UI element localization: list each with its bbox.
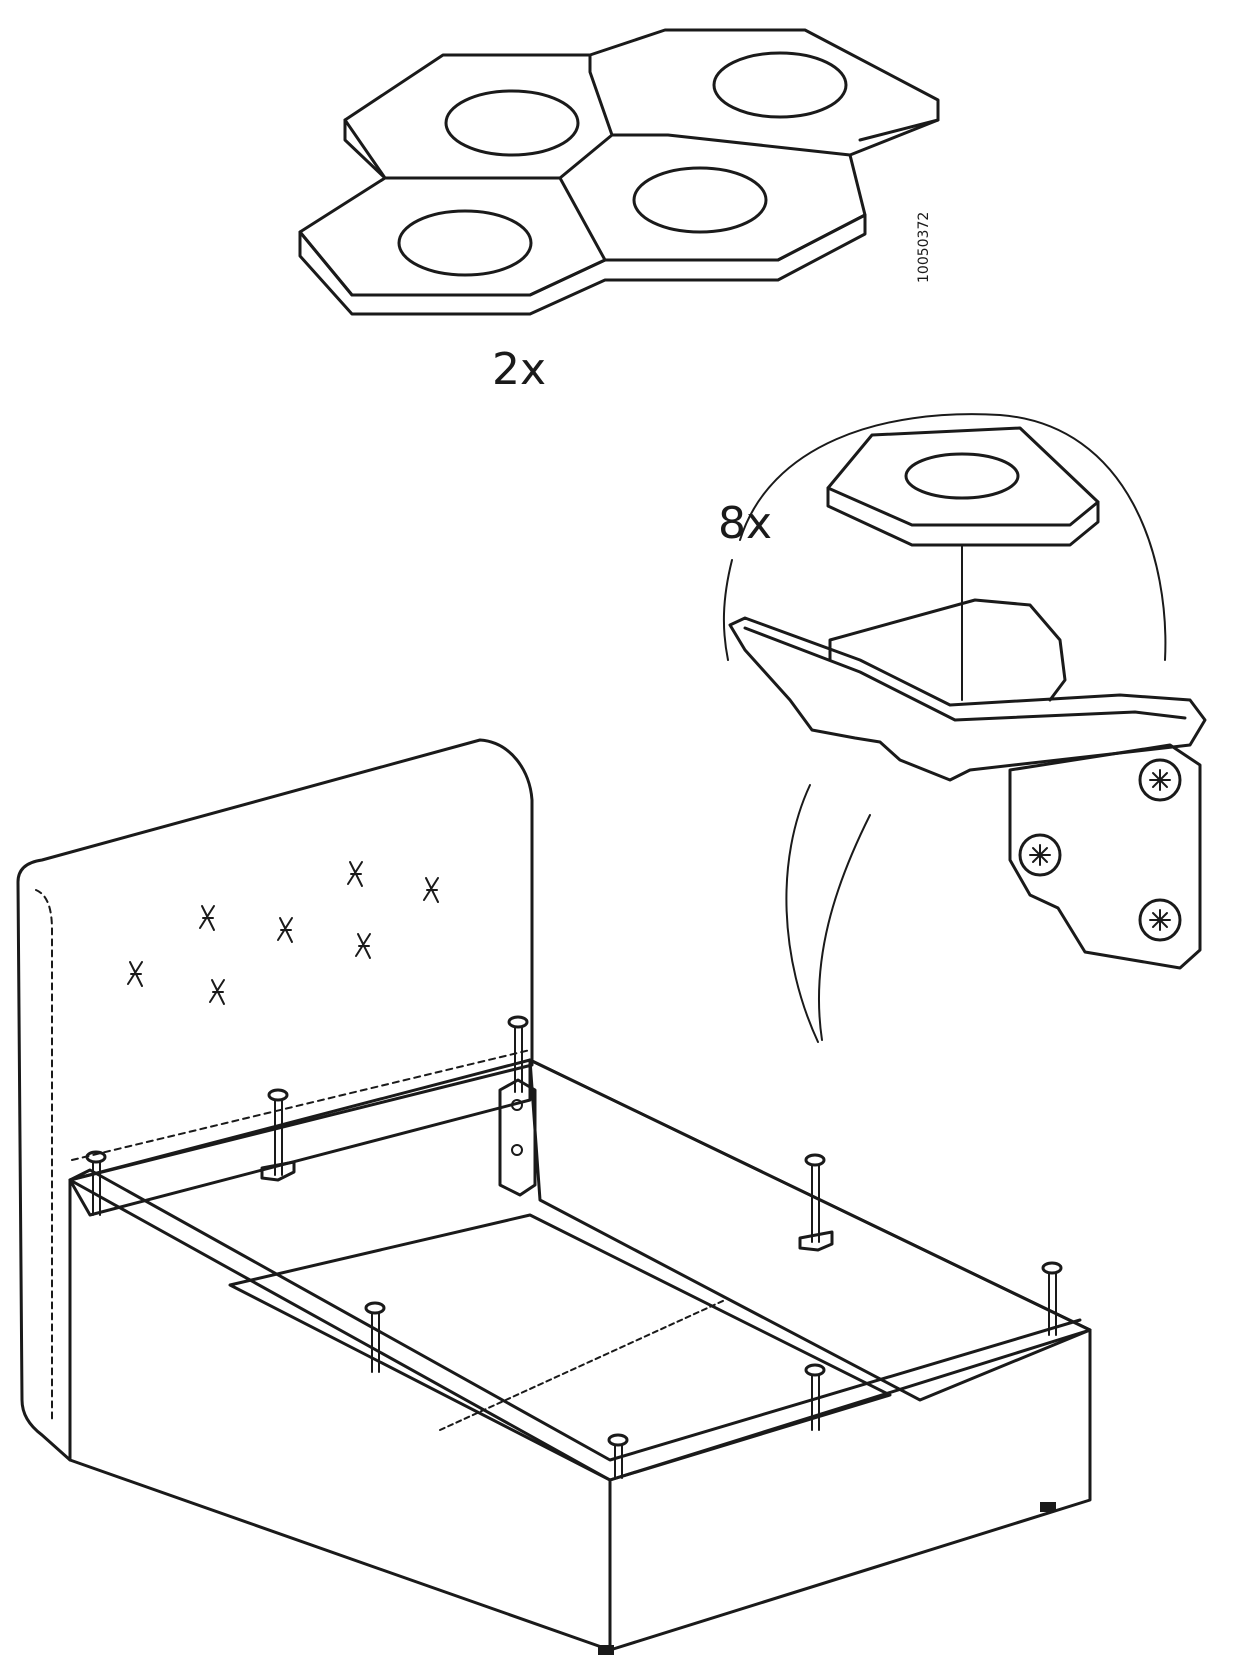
screw-head-icon <box>1149 909 1171 931</box>
placement-pin <box>607 1433 629 1479</box>
pad-cell-divider <box>558 176 607 262</box>
tuft-mark <box>347 861 363 887</box>
bed-foot <box>598 1645 614 1655</box>
callout-pointer <box>817 814 871 1041</box>
placement-pin <box>260 1088 296 1182</box>
pad-sheet-edge <box>298 213 867 316</box>
placement-pin <box>804 1363 826 1431</box>
article-number: 10050372 <box>916 212 932 283</box>
screw-hole <box>1138 758 1182 802</box>
tufting-buttons <box>127 861 439 1005</box>
bracket-saddle <box>828 598 1067 702</box>
rail-top-edge <box>528 1058 1092 1332</box>
pad-sheet-quantity: 2x <box>492 344 546 395</box>
tuft-mark <box>423 877 439 903</box>
single-pad-edge <box>826 486 1100 547</box>
pad-quantity: 8x <box>718 498 772 549</box>
pad-circle <box>444 89 580 157</box>
pad-cell-divider <box>343 53 614 180</box>
placement-pin <box>798 1153 834 1252</box>
pad-circle <box>397 209 533 277</box>
tuft-mark <box>209 979 225 1005</box>
inner-panel-head <box>68 1058 532 1217</box>
pad-circle <box>632 166 768 234</box>
screw-head-icon <box>1149 769 1171 791</box>
rail-top-edge <box>68 1168 1082 1462</box>
bed-frame <box>16 738 1092 1655</box>
tuft-mark <box>277 917 293 943</box>
pad-sheet-top <box>298 28 940 297</box>
pad-cell-divider <box>610 133 852 157</box>
screw-hole <box>1138 898 1182 942</box>
pad-cell-divider <box>858 118 940 142</box>
callout-circle-outline <box>722 559 733 661</box>
bed-foot <box>1040 1502 1056 1512</box>
foot-rail <box>608 1328 1092 1652</box>
placement-pin <box>507 1015 529 1093</box>
bracket-arm <box>728 616 1207 782</box>
headboard-bottom-seam <box>71 1049 531 1161</box>
felt-pad-sheet <box>298 28 940 316</box>
screw-head-icon <box>1029 844 1051 866</box>
headboard-stitching <box>35 889 53 1421</box>
corner-bracket <box>498 1078 537 1197</box>
base-panel-seam <box>439 1299 726 1431</box>
tuft-mark <box>355 933 371 959</box>
callout-pointer <box>785 784 819 1043</box>
inner-panel-right <box>528 1058 1092 1402</box>
detail-callout <box>722 413 1207 1043</box>
pad-circle <box>712 51 848 119</box>
placement-pin <box>85 1150 107 1216</box>
placement-pin <box>364 1301 386 1373</box>
tuft-mark <box>127 961 143 987</box>
bracket-plate <box>1008 743 1202 970</box>
tuft-mark <box>199 905 215 931</box>
pad-placement-pins <box>85 1015 1063 1479</box>
screw-hole <box>1018 833 1062 877</box>
base-panel <box>228 1213 892 1482</box>
callout-circle-outline <box>739 413 1167 661</box>
single-pad <box>826 426 1100 527</box>
placement-pin <box>1041 1261 1063 1336</box>
bracket-screw <box>511 1099 523 1111</box>
single-pad-circle <box>904 452 1020 500</box>
bracket-screw <box>511 1144 523 1156</box>
headboard <box>16 738 534 1462</box>
bracket-arm-inner <box>743 626 1187 722</box>
